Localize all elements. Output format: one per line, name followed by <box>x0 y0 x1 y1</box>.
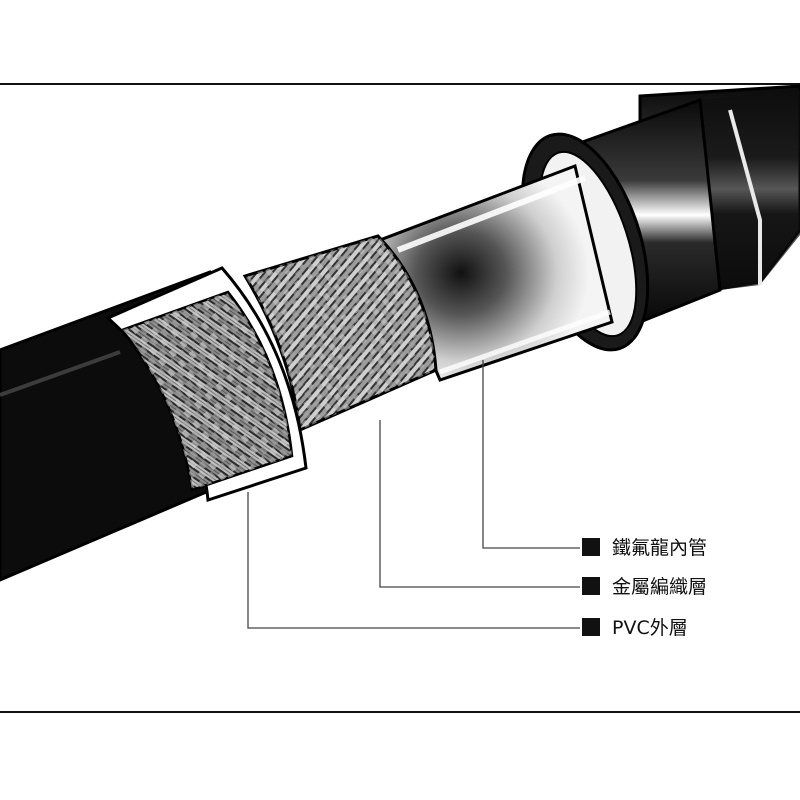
legend-marker-pvc-outer <box>582 618 600 636</box>
label-pvc-outer: PVC外層 <box>612 617 688 639</box>
legend-marker-inner-tube <box>582 538 600 556</box>
leader-lines <box>247 360 580 629</box>
leader-pvc-outer <box>247 492 580 629</box>
leader-inner-tube <box>482 360 580 549</box>
metal-braid-section <box>242 234 438 433</box>
inner-tube-section <box>378 163 614 382</box>
pvc-outer-section <box>0 266 308 582</box>
leader-metal-braid <box>379 420 580 588</box>
label-inner-tube: 鐵氟龍內管 <box>612 537 707 559</box>
legend-marker-metal-braid <box>582 577 600 595</box>
label-metal-braid: 金屬編織層 <box>612 576 707 598</box>
